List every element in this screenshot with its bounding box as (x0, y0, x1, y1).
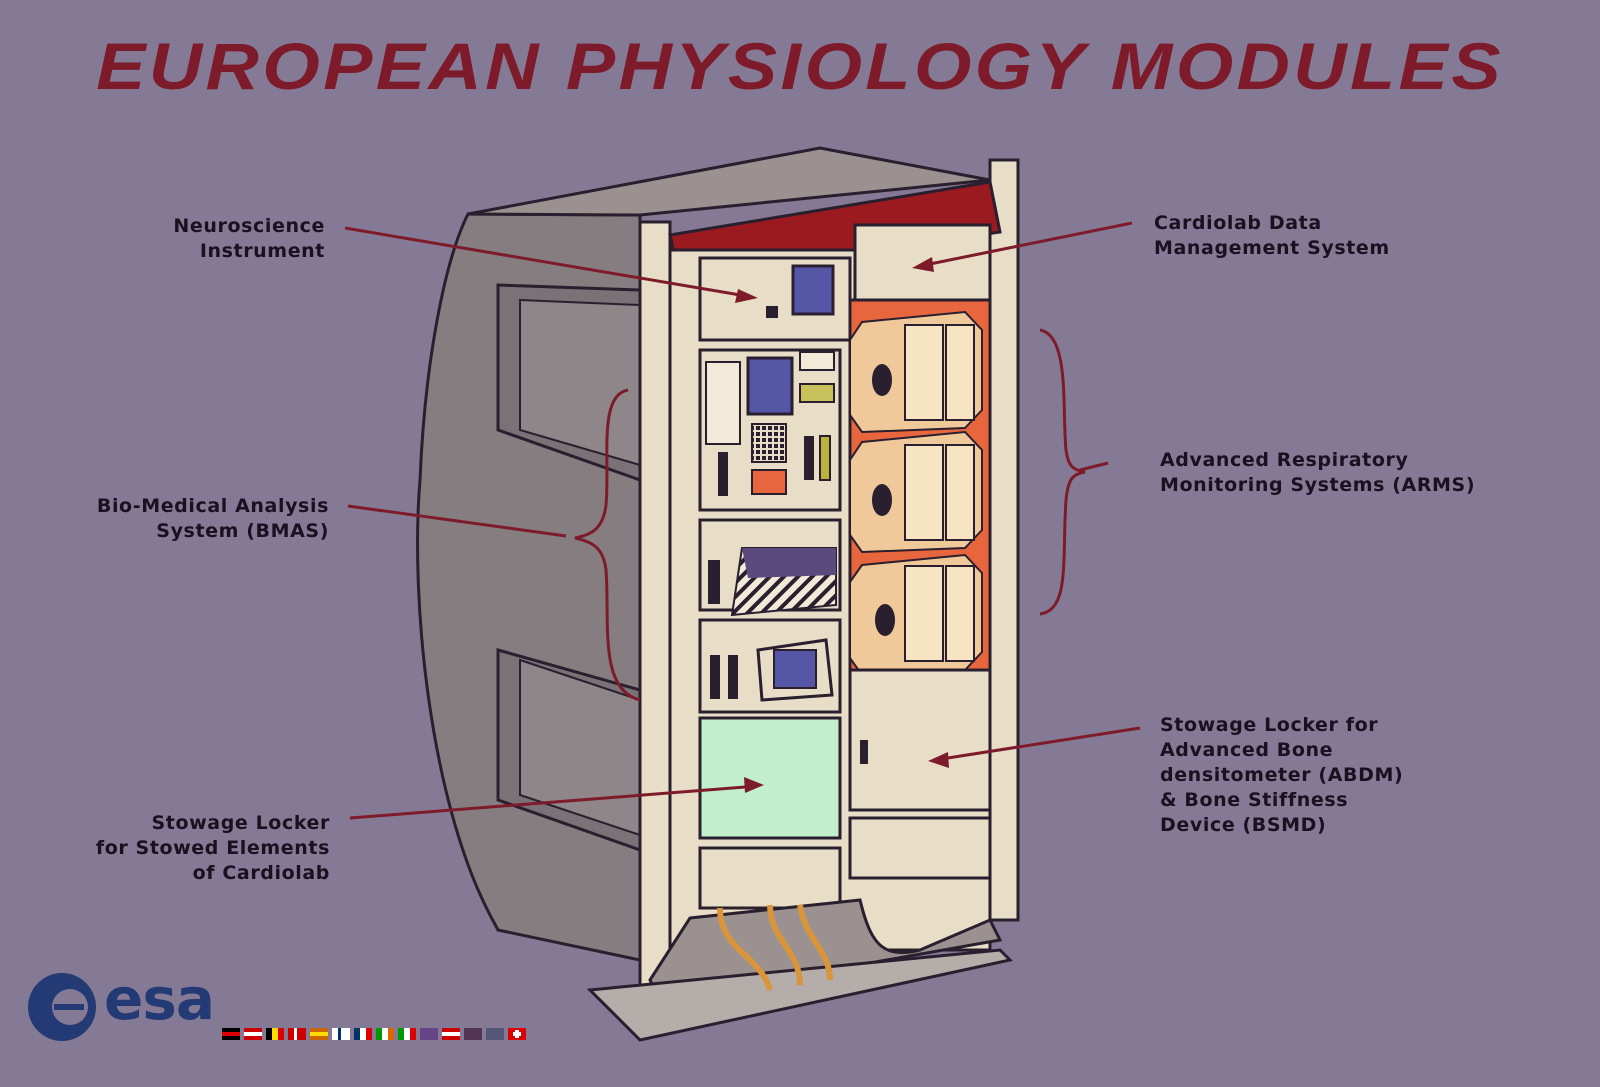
esa-emblem-icon (28, 973, 96, 1041)
label-neuroscience-instrument: Neuroscience Instrument (173, 215, 325, 262)
label-arms: Advanced Respiratory Monitoring Systems … (1160, 449, 1476, 496)
esa-wordmark: esa (104, 965, 215, 1033)
esa-logo: esa (26, 965, 586, 1055)
cardiolab-stowage-locker (698, 716, 842, 840)
bmas-panel (698, 348, 842, 714)
label-cardiolab-dms: Cardiolab Data Management System (1154, 212, 1390, 259)
rack-base (586, 898, 1014, 1042)
rack-side-shell (416, 146, 991, 962)
neuroscience-instrument-panel (698, 256, 852, 342)
abdm-stowage-locker (698, 668, 992, 910)
page-title: EUROPEAN PHYSIOLOGY MODULES (96, 29, 1504, 103)
member-flags-icon (222, 1028, 526, 1040)
label-stowage-cardiolab: Stowage Locker for Stowed Elements of Ca… (95, 812, 330, 884)
leader-lines (344, 221, 1141, 820)
label-bmas: Bio-Medical Analysis System (BMAS) (96, 495, 329, 542)
label-stowage-abdm: Stowage Locker for Advanced Bone densito… (1160, 714, 1404, 836)
leader-arrowheads (735, 257, 949, 793)
arms-panels (848, 298, 992, 687)
